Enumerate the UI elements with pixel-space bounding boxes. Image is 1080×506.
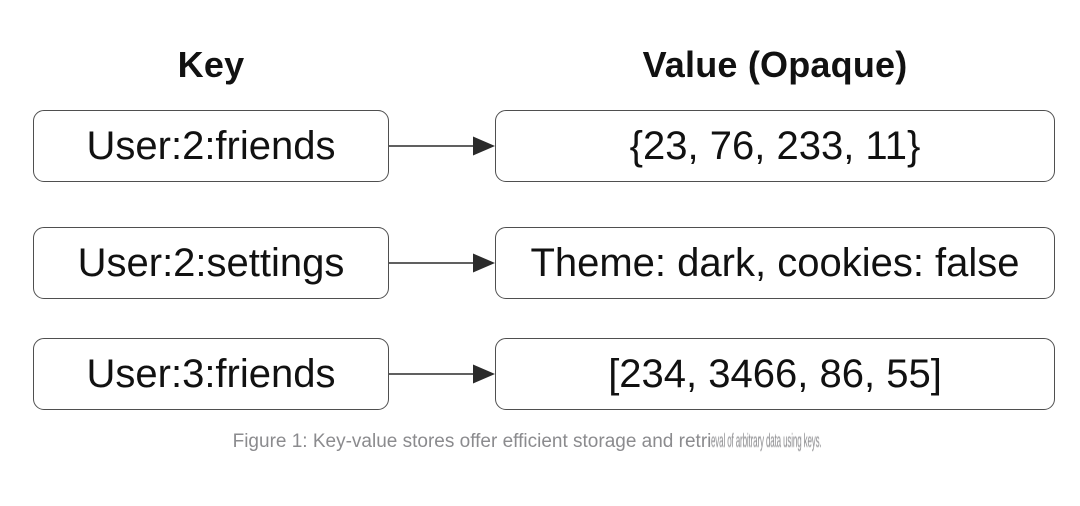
figure-caption-text: Figure 1: Key-value stores offer efficie… <box>232 431 712 452</box>
value-box-friends-list: [234, 3466, 86, 55] <box>495 338 1055 410</box>
kv-row-2: User:2:settings Theme: dark, cookies: fa… <box>33 227 1055 299</box>
value-box-friends-set: {23, 76, 233, 11} <box>495 110 1055 182</box>
kv-row-3: User:3:friends [234, 3466, 86, 55] <box>33 338 1055 410</box>
key-column-header: Key <box>177 44 245 85</box>
key-box-user-2-friends: User:2:friends <box>33 110 389 182</box>
key-box-user-2-settings: User:2:settings <box>33 227 389 299</box>
kv-row-1: User:2:friends {23, 76, 233, 11} <box>33 110 1055 182</box>
figure-caption: Figure 1: Key-value stores offer efficie… <box>0 431 1080 453</box>
right-arrow-icon <box>389 253 495 273</box>
figure-caption-compressed-wrap: eval of arbitrary data using keys. <box>711 431 847 453</box>
right-arrow-icon <box>389 136 495 156</box>
value-column-header: Value (Opaque) <box>642 44 908 85</box>
value-box-settings: Theme: dark, cookies: false <box>495 227 1055 299</box>
figure-caption-compressed-text: eval of arbitrary data using keys. <box>711 431 822 452</box>
right-arrow-icon <box>389 364 495 384</box>
key-box-user-3-friends: User:3:friends <box>33 338 389 410</box>
